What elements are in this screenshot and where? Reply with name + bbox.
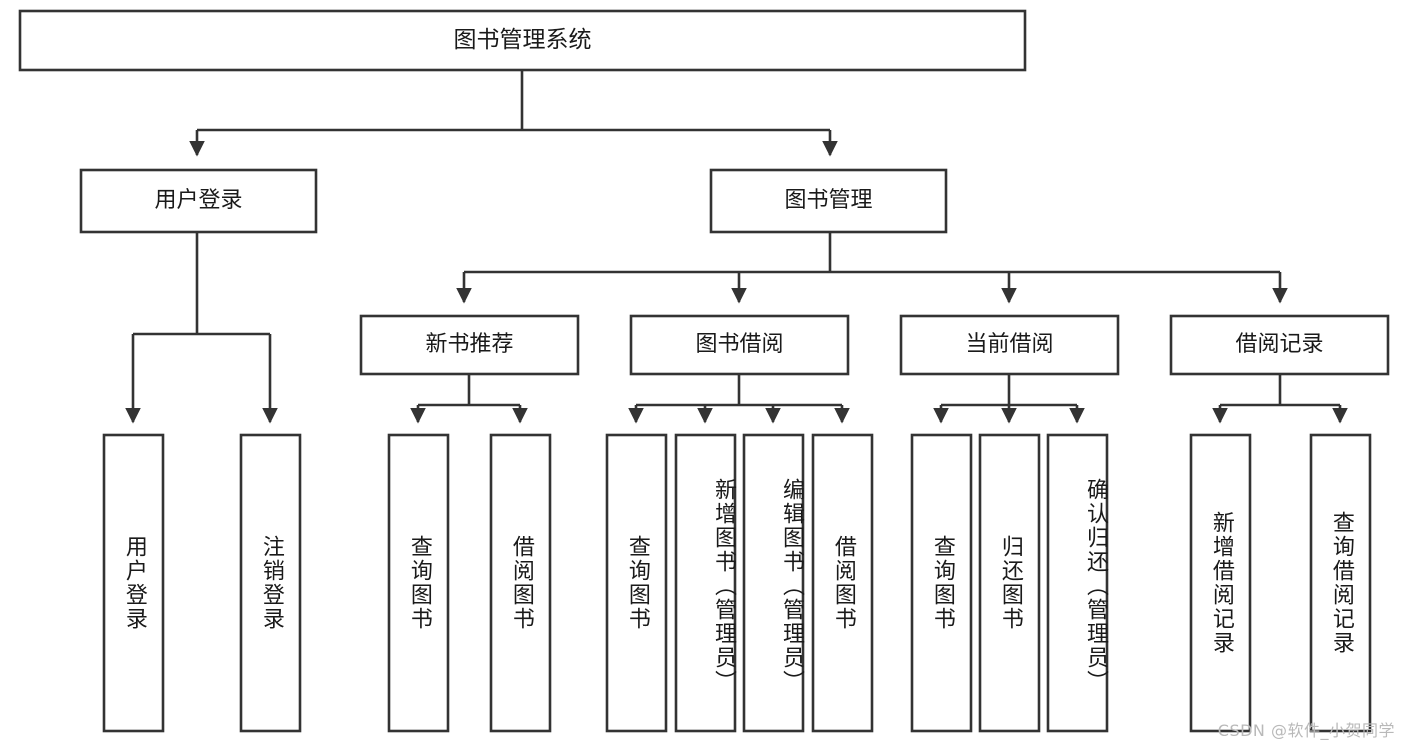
node-box-leaf-new-book-0[interactable] (387, 433, 450, 733)
node-box-book-borrow[interactable] (629, 314, 850, 376)
connector-group-book-manage (456, 232, 1288, 304)
node-box-leaf-current-borrow-1[interactable] (978, 433, 1041, 733)
node-box-leaf-new-book-1[interactable] (489, 433, 552, 733)
node-box-current-borrow[interactable] (899, 314, 1120, 376)
node-box-book-manage[interactable] (709, 168, 948, 234)
connector-group-borrow-records (1212, 374, 1348, 424)
node-box-leaf-current-borrow-0[interactable] (910, 433, 973, 733)
connector-group-book-borrow (628, 374, 850, 424)
node-box-borrow-records[interactable] (1169, 314, 1390, 376)
node-box-leaf-user-login-1[interactable] (239, 433, 302, 733)
node-box-new-book-recommend[interactable] (359, 314, 580, 376)
connector-group-new-book (410, 374, 528, 424)
connector-group-root (189, 70, 838, 157)
node-box-leaf-borrow-records-1[interactable] (1309, 433, 1372, 733)
watermark: CSDN @软件_小贺同学 (1217, 721, 1395, 740)
node-box-leaf-book-borrow-3[interactable] (811, 433, 874, 733)
node-box-leaf-book-borrow-1[interactable] (674, 433, 737, 733)
node-box-leaf-book-borrow-2[interactable] (742, 433, 805, 733)
connector-group-user-login (125, 232, 278, 424)
node-box-leaf-current-borrow-2[interactable] (1046, 433, 1109, 733)
node-box-leaf-borrow-records-0[interactable] (1189, 433, 1252, 733)
node-box-leaf-book-borrow-0[interactable] (605, 433, 668, 733)
node-box-user-login[interactable] (79, 168, 318, 234)
node-box-leaf-user-login-0[interactable] (102, 433, 165, 733)
node-box-root[interactable] (18, 9, 1027, 72)
connector-group-current-borrow (933, 374, 1085, 424)
